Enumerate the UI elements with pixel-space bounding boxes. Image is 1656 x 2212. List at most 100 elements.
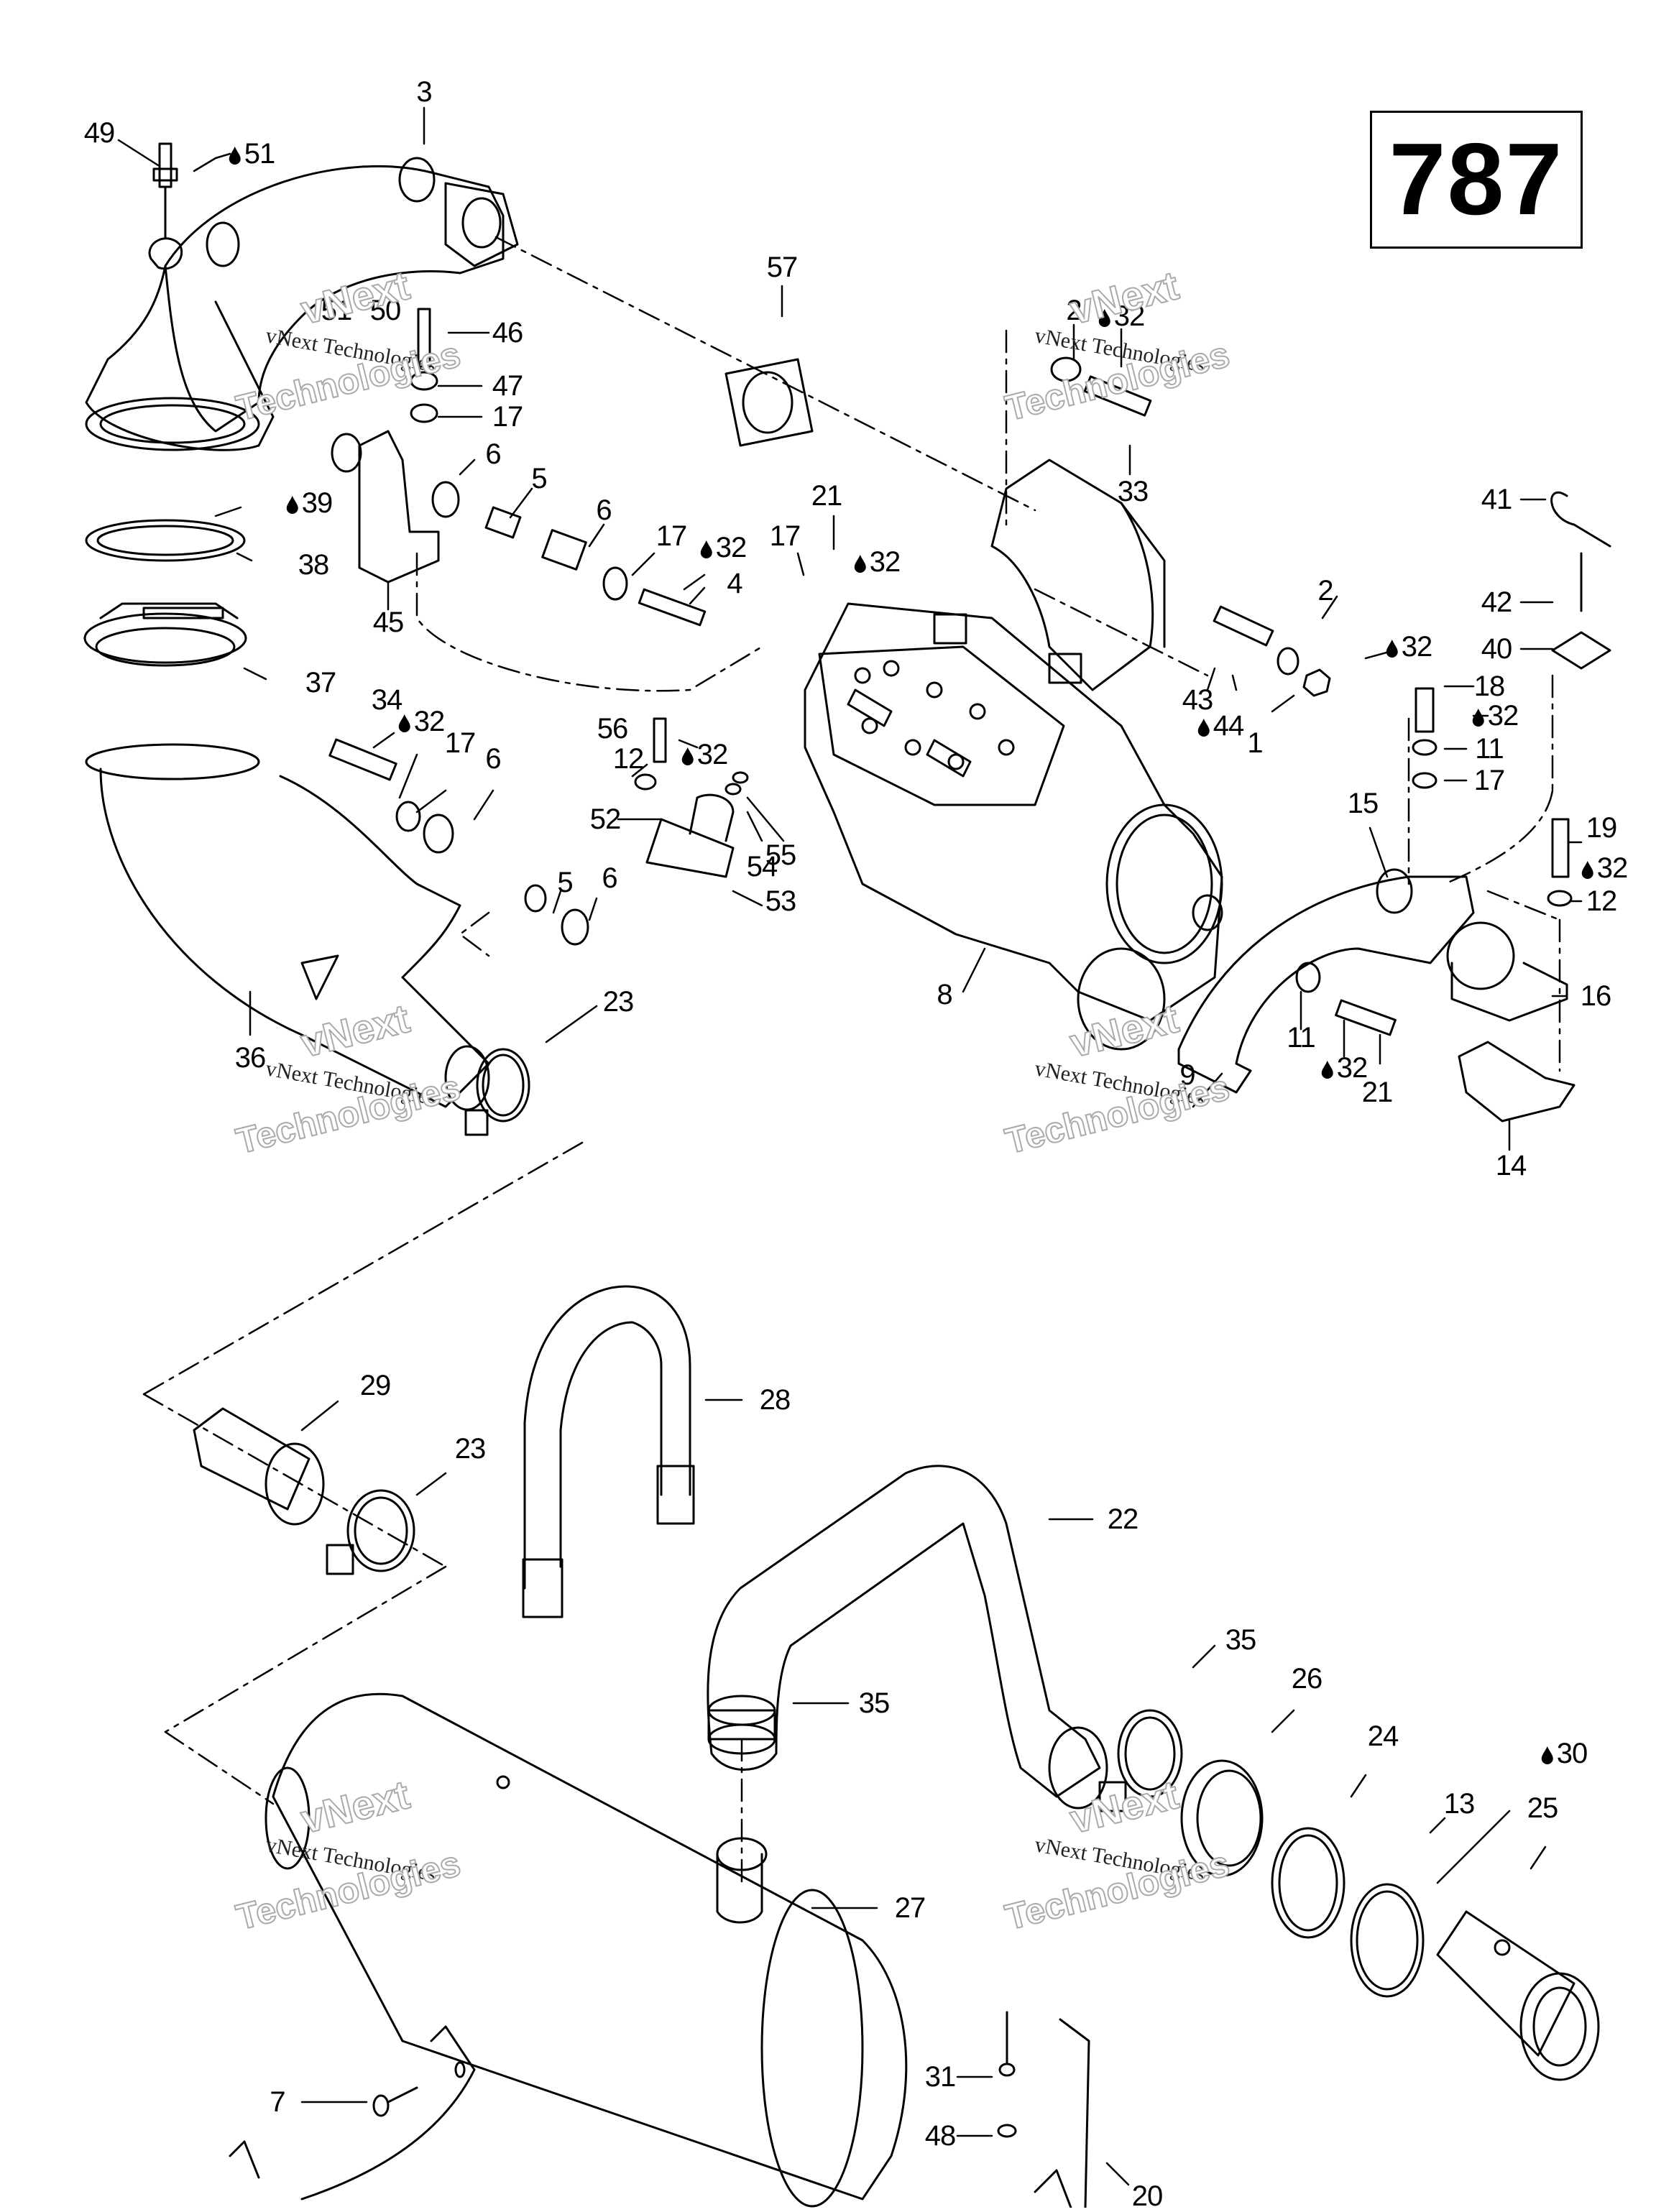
callout-number: 12 <box>1586 885 1617 917</box>
callout-35: 35 <box>859 1689 890 1718</box>
callout-number: 43 <box>1182 684 1213 716</box>
callout-number: 17 <box>492 401 523 433</box>
callout-number: 21 <box>1361 1077 1393 1108</box>
callout-47: 47 <box>492 372 523 400</box>
callout-14: 14 <box>1496 1151 1527 1180</box>
callout-number: 16 <box>1580 980 1611 1012</box>
sleeve-29-part <box>193 1407 325 1526</box>
callout-number: 25 <box>1527 1792 1558 1824</box>
callout-number: 32 <box>1596 852 1628 884</box>
callout-35: 35 <box>1225 1626 1256 1654</box>
callout-number: 49 <box>83 117 115 149</box>
callout-39: 39 <box>286 489 333 517</box>
callout-number: 24 <box>1367 1720 1399 1752</box>
callout-number: 22 <box>1107 1503 1138 1535</box>
callout-11: 11 <box>1475 734 1504 763</box>
callout-number: 36 <box>234 1042 266 1074</box>
callout-9: 9 <box>1179 1061 1195 1089</box>
callout-27: 27 <box>895 1894 926 1922</box>
callout-56: 56 <box>597 714 628 743</box>
callout-30: 30 <box>1541 1739 1588 1768</box>
callout-number: 46 <box>492 317 523 349</box>
callout-number: 32 <box>715 532 747 563</box>
callout-57: 57 <box>767 253 798 282</box>
sealant-drop-icon <box>1197 719 1210 737</box>
callout-7: 7 <box>270 2088 285 2116</box>
gasket-57-part <box>724 358 814 447</box>
callout-50: 50 <box>370 296 401 325</box>
callout-29: 29 <box>360 1371 391 1400</box>
muffler-strap-part <box>229 2025 476 2201</box>
callout-11: 11 <box>1287 1023 1316 1052</box>
callout-number: 30 <box>1556 1738 1588 1769</box>
sealant-drop-icon <box>1581 861 1593 879</box>
callout-number: 1 <box>1247 727 1263 759</box>
callout-24: 24 <box>1368 1722 1399 1751</box>
callout-number: 2 <box>1066 295 1082 326</box>
callout-2: 2 <box>1317 576 1333 605</box>
callout-17: 17 <box>656 522 687 550</box>
callout-number: 27 <box>894 1892 926 1924</box>
callout-12: 12 <box>613 745 644 773</box>
callout-number: 34 <box>371 684 402 716</box>
callout-number: 7 <box>270 2086 285 2118</box>
callout-20: 20 <box>1132 2182 1163 2211</box>
ring-24-part <box>1271 1827 1346 1939</box>
bracket-20-part <box>1034 2018 1090 2208</box>
callout-number: 48 <box>924 2120 956 2152</box>
sealant-drop-icon <box>229 147 241 165</box>
rubber-mount-52-part <box>634 717 749 878</box>
callout-51: 51 <box>229 139 275 168</box>
callout-number: 17 <box>656 520 687 552</box>
sealant-drop-icon <box>681 747 694 765</box>
hose-clamp-23-upper-part <box>464 1048 530 1136</box>
callout-number: 51 <box>244 138 275 170</box>
callout-5: 5 <box>531 464 547 493</box>
callout-number: 21 <box>811 480 842 512</box>
callout-32: 32 <box>1472 701 1519 730</box>
callout-number: 9 <box>1179 1059 1195 1091</box>
callout-6: 6 <box>485 745 501 773</box>
callout-12: 12 <box>1586 887 1617 916</box>
callout-number: 55 <box>765 839 796 871</box>
callout-number: 6 <box>596 494 612 526</box>
exhaust-manifold-part <box>85 157 519 451</box>
gasket-38-part <box>85 519 246 562</box>
callout-number: 11 <box>1475 733 1504 765</box>
callout-number: 57 <box>766 252 798 283</box>
sealant-drop-icon <box>398 714 410 732</box>
callout-23: 23 <box>455 1434 486 1463</box>
hose-clamp-23-lower-part <box>326 1489 415 1575</box>
callout-26: 26 <box>1292 1664 1322 1693</box>
callout-number: 35 <box>858 1687 890 1719</box>
callout-51: 51 <box>321 296 352 325</box>
callout-21: 21 <box>811 481 842 510</box>
callout-number: 28 <box>759 1384 791 1416</box>
callout-number: 53 <box>765 885 796 917</box>
callout-22: 22 <box>1108 1505 1138 1534</box>
callout-number: 54 <box>746 851 778 883</box>
callout-25: 25 <box>1527 1794 1558 1822</box>
callout-number: 42 <box>1481 586 1512 618</box>
nut-26-part <box>1180 1759 1264 1877</box>
callout-16: 16 <box>1581 982 1611 1010</box>
callout-46: 46 <box>492 318 523 347</box>
callout-number: 17 <box>769 520 801 552</box>
callout-number: 31 <box>924 2061 956 2093</box>
callout-40: 40 <box>1481 635 1512 663</box>
callout-18: 18 <box>1474 672 1505 701</box>
callout-number: 4 <box>727 568 742 599</box>
plate-14-part <box>1458 1041 1576 1123</box>
callout-17: 17 <box>1474 766 1505 795</box>
callout-13: 13 <box>1444 1789 1475 1818</box>
page-number-box: 787 <box>1370 111 1583 249</box>
callout-6: 6 <box>596 494 612 526</box>
sealant-drop-icon <box>1541 1746 1553 1764</box>
fitting-49-part <box>152 142 178 239</box>
callout-49: 49 <box>84 119 115 147</box>
sealant-drop-icon <box>700 540 712 558</box>
hose-clamp-35-right-part <box>1098 1709 1183 1812</box>
callout-number: 29 <box>359 1370 391 1401</box>
bracket-45-part <box>331 430 440 584</box>
callout-number: 8 <box>937 979 952 1010</box>
